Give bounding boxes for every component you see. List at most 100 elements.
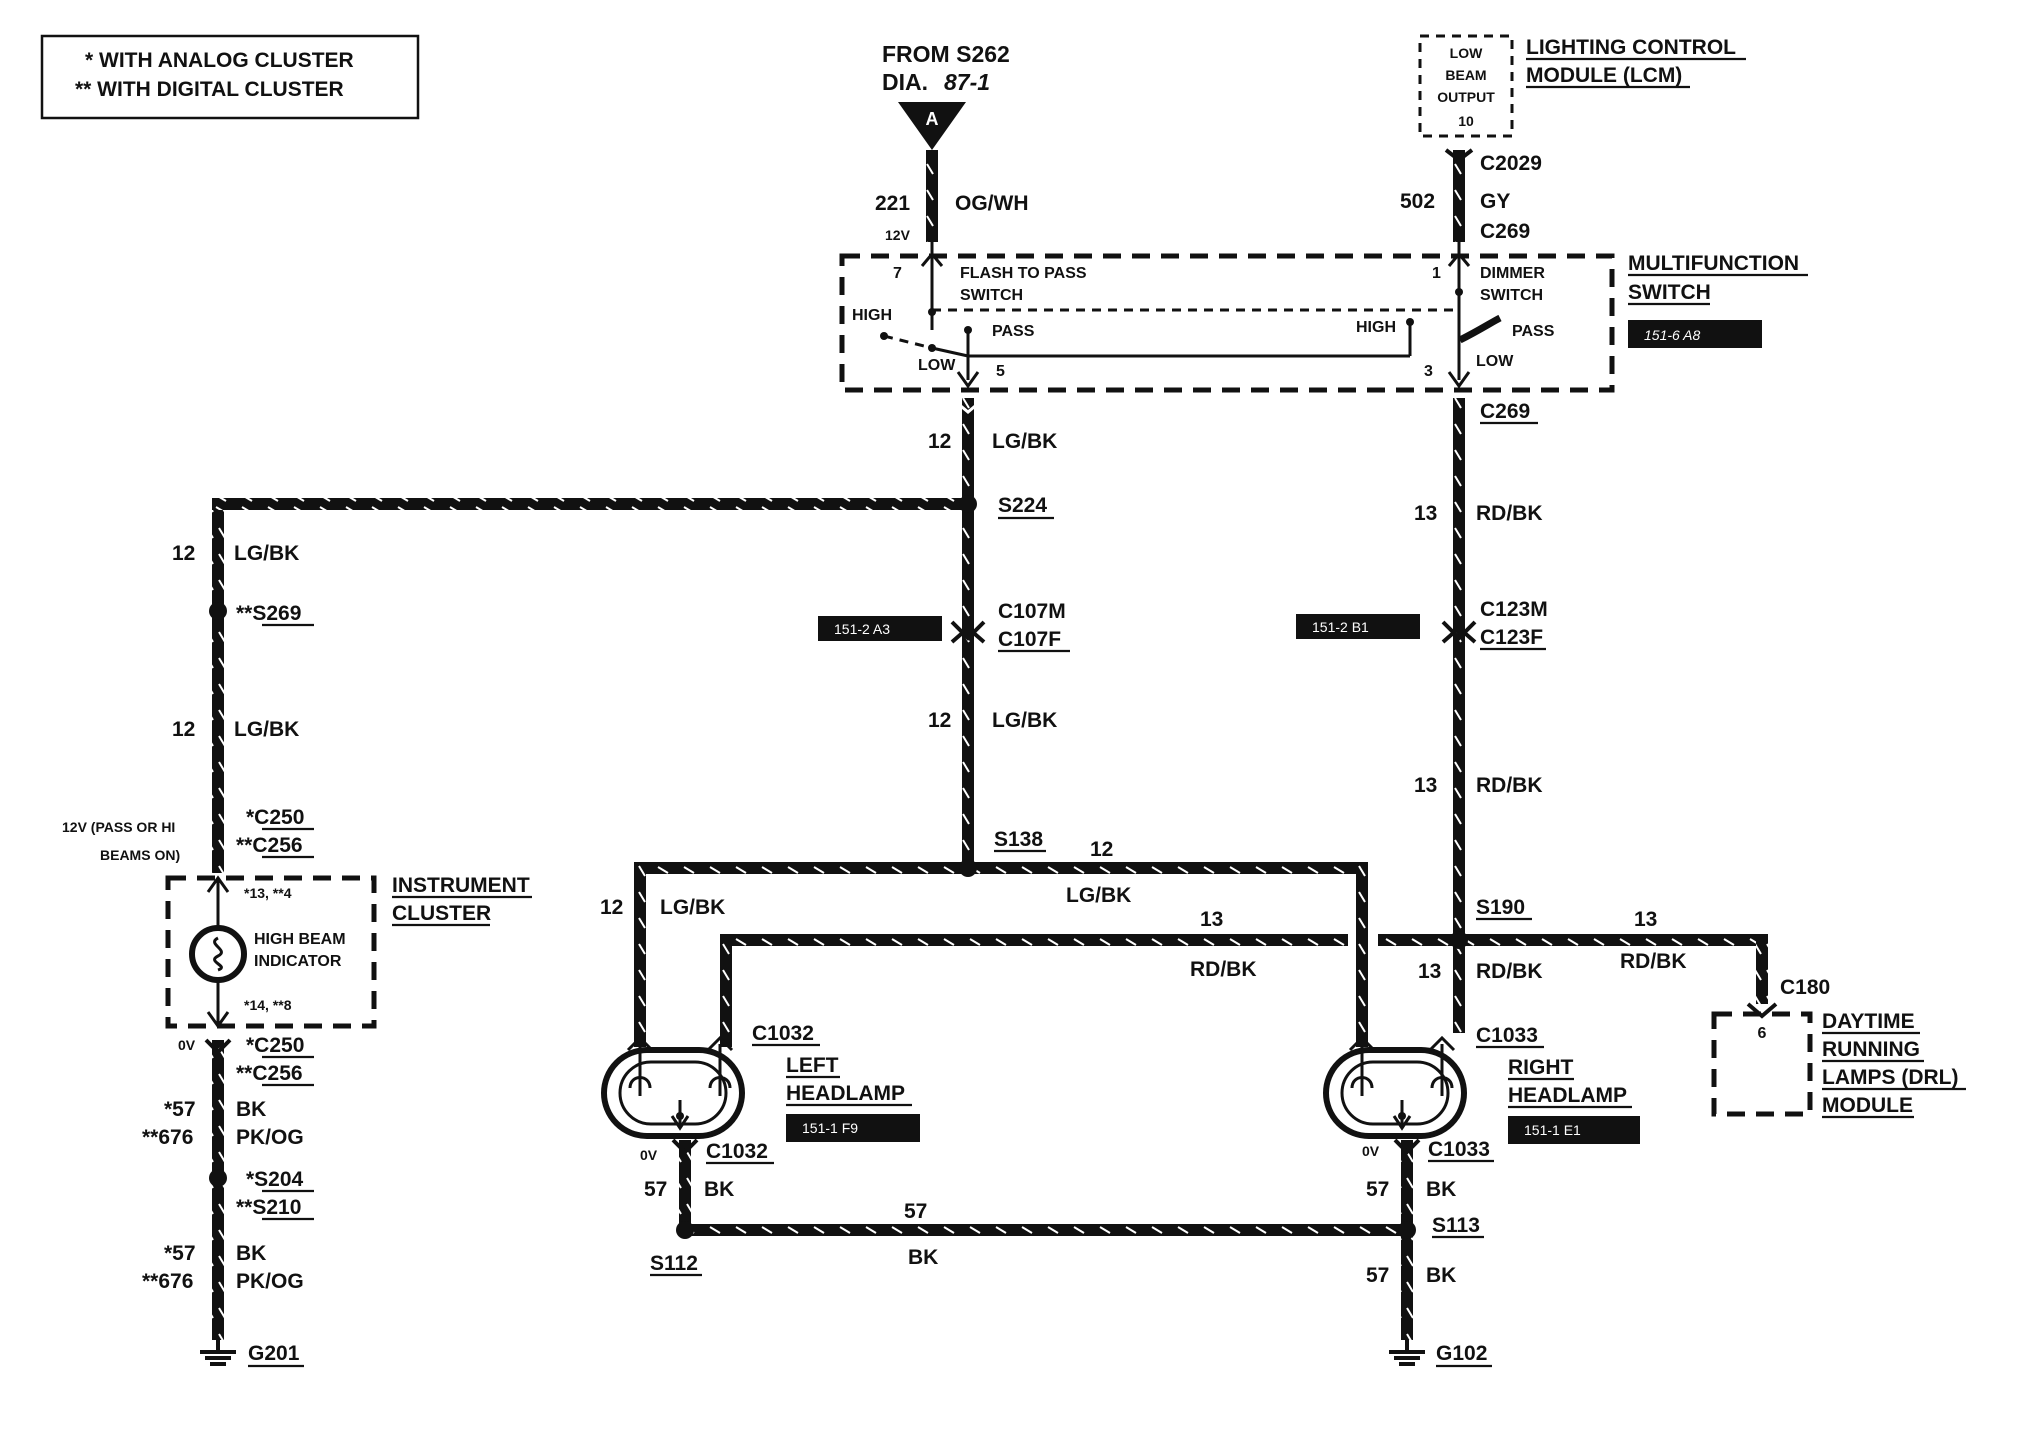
indicator-l1: HIGH BEAM <box>254 931 346 948</box>
source-from-s262: FROM S262 DIA. 87-1 A 221 OG/WH 12V <box>875 41 1029 243</box>
drl-wire-num: 13 <box>1634 908 1657 931</box>
color-gy: GY <box>1480 190 1510 213</box>
cluster-gnd-57b: *57 <box>164 1242 196 1265</box>
cluster-pins-top: *13, **4 <box>244 885 292 901</box>
cluster-pins-bottom: *14, **8 <box>244 997 292 1013</box>
drl-title-l2: RUNNING <box>1822 1038 1920 1061</box>
left-color-2: LG/BK <box>234 718 299 741</box>
drl-module: 6 <box>1711 1011 1813 1117</box>
c1032-top-label: C1032 <box>752 1022 814 1045</box>
wire-12-lgbk-left <box>212 498 968 873</box>
s210-label: **S210 <box>236 1196 301 1219</box>
flash-l1: FLASH TO PASS <box>960 265 1087 282</box>
c123-ref: 151-2 B1 <box>1312 619 1369 635</box>
pin-5: 5 <box>996 363 1005 380</box>
lh-feed-num: 12 <box>600 896 623 919</box>
low-right: LOW <box>1476 353 1514 370</box>
drl-title-l1: DAYTIME <box>1822 1010 1915 1033</box>
cluster-gnd-676b: **676 <box>142 1270 193 1293</box>
lcm-title-l2: MODULE (LCM) <box>1526 64 1682 87</box>
bus-color-lgbk: LG/BK <box>1066 884 1131 907</box>
s112-label: S112 <box>650 1252 698 1275</box>
instrument-cluster: *13, **4 HIGH BEAM INDICATOR *14, **8 <box>165 875 377 1029</box>
wire-13-rdbk-right <box>1453 398 1465 1033</box>
left-num-1: 12 <box>172 542 195 565</box>
c2029-label: C2029 <box>1480 152 1542 175</box>
rh-zero-v: 0V <box>1362 1143 1380 1159</box>
splice-s112-dot <box>676 1221 694 1239</box>
wire-center-num-2: 12 <box>928 709 951 732</box>
left-color-1: LG/BK <box>234 542 299 565</box>
dimmer-l2: SWITCH <box>1480 287 1543 304</box>
dia-ref: 87-1 <box>944 69 990 95</box>
wire-right-num-2: 13 <box>1414 774 1437 797</box>
drl-wire-color: RD/BK <box>1620 950 1687 973</box>
right-headlamp <box>1323 1035 1467 1139</box>
ground-g201-icon <box>200 1340 236 1366</box>
c107-ref: 151-2 A3 <box>834 621 890 637</box>
legend-analog: * WITH ANALOG CLUSTER <box>85 49 354 72</box>
color-ogwh: OG/WH <box>955 192 1029 215</box>
rdbk-bus-color: RD/BK <box>1190 958 1257 981</box>
splice-s190-dot <box>1450 931 1468 949</box>
lcm-module: LOW BEAM OUTPUT 10 LIGHTING CONTROL MODU… <box>1400 34 1746 243</box>
wire-center-num-1: 12 <box>928 430 951 453</box>
cluster-gnd-bk-a: BK <box>236 1098 266 1121</box>
s190-label: S190 <box>1476 896 1525 919</box>
c1033-bottom-label: C1033 <box>1428 1138 1490 1161</box>
high-right: HIGH <box>1356 319 1396 336</box>
c256-top: **C256 <box>236 834 303 857</box>
drl-title-l3: LAMPS (DRL) <box>1822 1066 1958 1089</box>
lh-gnd-num: 57 <box>644 1178 667 1201</box>
pass-right: PASS <box>1512 323 1555 340</box>
rdbk-s190-num: 13 <box>1418 960 1441 983</box>
pin-3: 3 <box>1424 363 1433 380</box>
dimmer-l1: DIMMER <box>1480 265 1545 282</box>
lcm-box-l2: BEAM <box>1445 67 1486 83</box>
wire-rdbk-s190-bus <box>720 934 1768 1047</box>
drl-pin: 6 <box>1758 1025 1767 1042</box>
c250-bottom: *C250 <box>246 1034 304 1057</box>
cluster-title-l1: INSTRUMENT <box>392 874 530 897</box>
flag-a-label: A <box>926 109 939 129</box>
cluster-zero-v: 0V <box>178 1037 196 1053</box>
c250-top: *C250 <box>246 806 304 829</box>
rdbk-bus-num: 13 <box>1200 908 1223 931</box>
wire-12-lgbk-center <box>955 398 981 868</box>
voltage-12v: 12V <box>885 227 911 243</box>
lcm-title-l1: LIGHTING CONTROL <box>1526 36 1736 59</box>
bus-num-12: 12 <box>1090 838 1113 861</box>
lh-zero-v: 0V <box>640 1147 658 1163</box>
mfs-ref-box <box>1628 320 1762 348</box>
lcm-box-pin: 10 <box>1458 113 1474 129</box>
lh-gnd-color: BK <box>704 1178 734 1201</box>
multifunction-switch: MULTIFUNCTION SWITCH 151-6 A8 7 1 FLASH … <box>839 242 1808 393</box>
splice-s269-dot <box>209 602 227 620</box>
c123m-label: C123M <box>1480 598 1548 621</box>
splice-s224-dot <box>959 495 977 513</box>
c1033-top-label: C1033 <box>1476 1024 1538 1047</box>
wire-57-bk-ground <box>679 1140 1413 1340</box>
cluster-gnd-57a: *57 <box>164 1098 196 1121</box>
c269-bottom-label: C269 <box>1480 400 1530 423</box>
pin-1: 1 <box>1432 265 1441 282</box>
low-left: LOW <box>918 357 956 374</box>
cluster-note-l1: 12V (PASS OR HI <box>62 819 175 835</box>
c107-ref-box <box>818 616 942 641</box>
s269-label: **S269 <box>236 602 301 625</box>
left-headlamp <box>601 1035 745 1139</box>
pass-left: PASS <box>992 323 1035 340</box>
splice-s138-dot <box>959 859 977 877</box>
s224-label: S224 <box>998 494 1047 517</box>
lcm-box-l1: LOW <box>1450 45 1483 61</box>
g102-wire-color: BK <box>1426 1264 1456 1287</box>
rh-title-l1: RIGHT <box>1508 1056 1574 1079</box>
wire-right-num-1: 13 <box>1414 502 1437 525</box>
cluster-gnd-676a: **676 <box>142 1126 193 1149</box>
high-beam-indicator-icon <box>189 925 247 983</box>
gnd-bus-num: 57 <box>904 1200 927 1223</box>
c107f-label: C107F <box>998 628 1061 651</box>
cluster-note-l2: BEAMS ON) <box>100 847 180 863</box>
wire-502-gy <box>1444 148 1474 242</box>
wire-221-ogwh <box>926 150 938 242</box>
